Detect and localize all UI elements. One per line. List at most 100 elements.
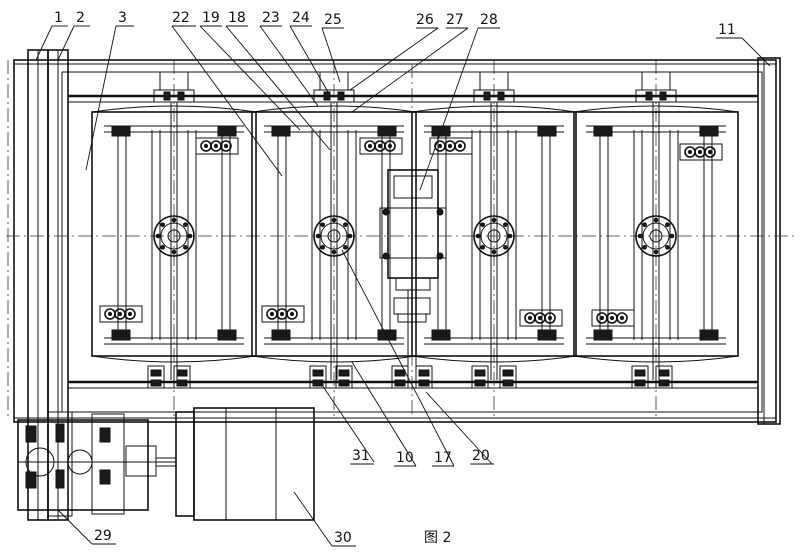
hub-bolt	[475, 233, 481, 239]
hub-bolt	[642, 222, 647, 227]
hub-middle	[480, 222, 508, 250]
sprocket-tooth	[658, 379, 670, 387]
hub-bolt	[503, 245, 508, 250]
hub-bolt	[642, 245, 647, 250]
arm-end-pad	[217, 125, 237, 137]
bearing-cluster	[261, 305, 305, 323]
arm-end-pad	[217, 329, 237, 341]
drum-arc-top	[251, 105, 417, 113]
label-25: 25	[324, 12, 342, 28]
sprocket-tooth	[418, 369, 430, 377]
hub-bolt	[653, 249, 659, 255]
hub-inner	[167, 229, 181, 243]
bearing-clusters	[99, 137, 723, 327]
sprocket-block	[655, 365, 673, 389]
hub-bolt	[665, 245, 670, 250]
top-bearing-flange	[635, 89, 677, 103]
label-2: 2	[76, 10, 85, 26]
hub-bolt	[669, 233, 675, 239]
hub-bolt	[480, 245, 485, 250]
sprocket-tooth	[176, 369, 188, 377]
right-side-plate	[757, 57, 781, 425]
hub-inner	[649, 229, 663, 243]
cluster-axle	[269, 311, 275, 317]
cluster-plate	[591, 309, 635, 327]
bearing-nut	[163, 91, 171, 101]
hub-outer	[153, 215, 195, 257]
leader-lines	[35, 25, 771, 547]
sprocket-block	[309, 365, 327, 389]
cluster-axle	[289, 311, 295, 317]
cluster-wheel	[454, 140, 466, 152]
cluster-axle	[697, 149, 703, 155]
drum-module	[573, 71, 739, 380]
label-19: 19	[202, 10, 220, 26]
center-shaft	[393, 290, 431, 380]
hub-bolt	[315, 233, 321, 239]
sprocket-block	[173, 365, 191, 389]
hub-bolt	[183, 245, 188, 250]
drum-arc-top	[91, 105, 257, 113]
arm-end-pad	[537, 329, 557, 341]
hub-bolt	[331, 217, 337, 223]
drive-motor	[156, 407, 315, 521]
cluster-wheel	[616, 312, 628, 324]
bearing-nut	[177, 91, 185, 101]
drum-arc-top	[411, 105, 577, 113]
sprocket-tooth	[502, 379, 514, 387]
cluster-axle	[599, 315, 605, 321]
cluster-wheel	[384, 140, 396, 152]
hub-middle	[320, 222, 348, 250]
sprocket-tooth	[502, 369, 514, 377]
cluster-plate	[99, 305, 143, 323]
hub-bolt	[491, 217, 497, 223]
drum-module	[411, 71, 577, 380]
cluster-axle	[127, 311, 133, 317]
main-frame	[13, 59, 777, 423]
bearing-nut	[483, 91, 491, 101]
sprocket-tooth	[338, 379, 350, 387]
drum-frame	[91, 111, 257, 357]
arm-end-pad	[377, 329, 397, 341]
arm-end-pad	[431, 329, 451, 341]
sprocket	[335, 365, 353, 389]
sprocket-block	[471, 365, 489, 389]
sprocket-tooth	[658, 369, 670, 377]
cluster-wheel	[544, 312, 556, 324]
sprocket-tooth	[338, 369, 350, 377]
bearing-cluster	[591, 309, 635, 327]
cluster-plate	[261, 305, 305, 323]
hub-middle	[642, 222, 670, 250]
cluster-plate	[429, 137, 473, 155]
gearbox	[17, 411, 160, 517]
hub-bolt	[187, 233, 193, 239]
top-bearing-flange	[473, 89, 515, 103]
top-bearing-flange	[153, 89, 195, 103]
top-bearing-flange	[313, 89, 355, 103]
label-3: 3	[118, 10, 127, 26]
cluster-axle	[447, 143, 453, 149]
sprocket	[499, 365, 517, 389]
cluster-axle	[387, 143, 393, 149]
label-29: 29	[94, 528, 112, 544]
bearing-cluster	[519, 309, 563, 327]
sprocket	[631, 365, 649, 389]
hub-bolt	[653, 217, 659, 223]
drum-frame	[573, 111, 739, 357]
cluster-axle	[537, 315, 543, 321]
cluster-plate	[519, 309, 563, 327]
hub-bolt	[171, 217, 177, 223]
arm-end-pad	[593, 125, 613, 137]
arm-end-pad	[377, 125, 397, 137]
sprocket-tooth	[312, 369, 324, 377]
sprocket	[471, 365, 489, 389]
cluster-axle	[377, 143, 383, 149]
hub-bolt	[507, 233, 513, 239]
sprocket-tooth	[150, 379, 162, 387]
sprocket-tooth	[634, 369, 646, 377]
hub-bolt	[320, 222, 325, 227]
hub-bolt	[480, 222, 485, 227]
hub-middle	[160, 222, 188, 250]
cluster-axle	[619, 315, 625, 321]
hub-bolt	[160, 222, 165, 227]
